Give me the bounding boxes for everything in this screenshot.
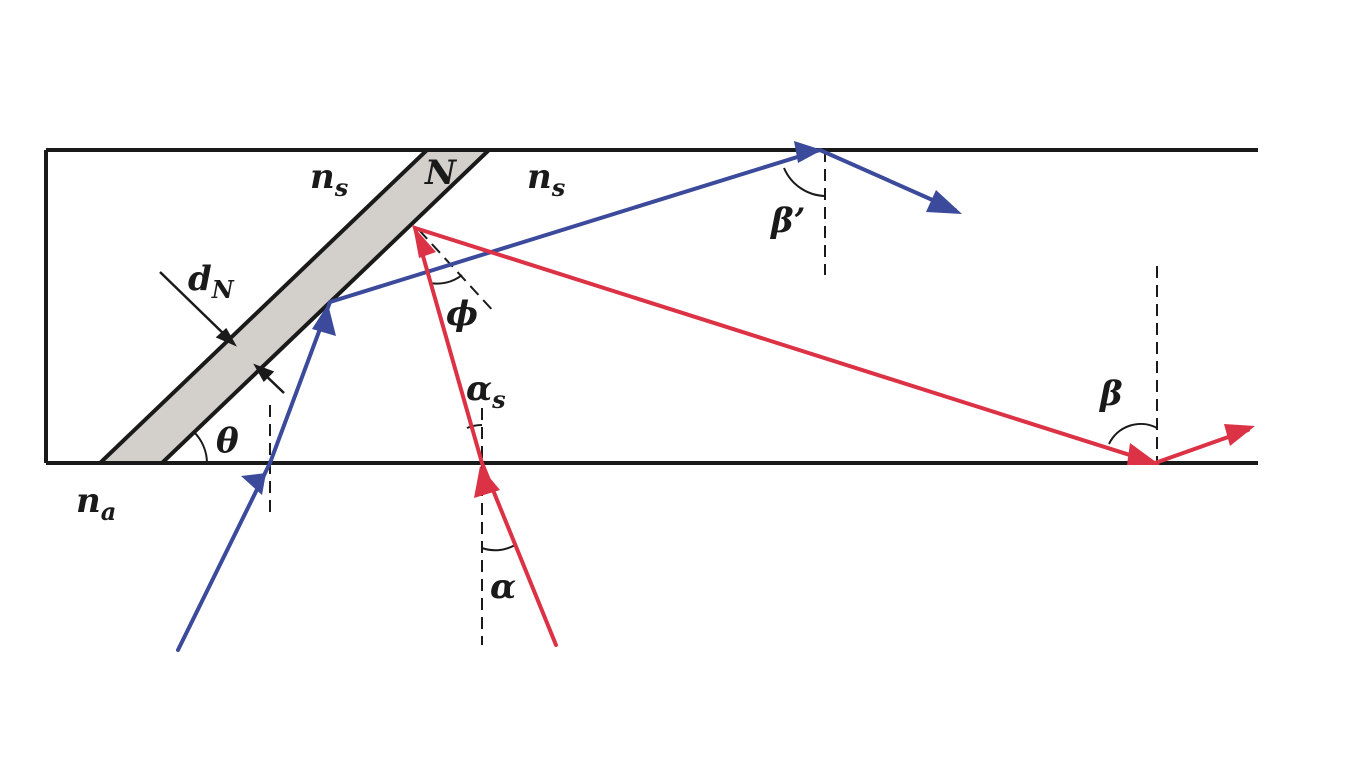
- tilted-layer-N: [95, 148, 494, 465]
- red-arrowhead-1: [474, 466, 500, 498]
- blue-ray: [176, 147, 957, 652]
- label-N: N: [424, 153, 458, 193]
- theta-arc: [193, 431, 208, 464]
- label-beta: β: [1098, 374, 1123, 414]
- label-d-N: dN: [188, 259, 235, 304]
- blue-arrowhead-4: [926, 190, 962, 214]
- angle-arcs: [193, 167, 1158, 552]
- red-arrowhead-2: [413, 226, 436, 258]
- alpha-arc: [481, 544, 516, 552]
- thickness-indicator: [159, 271, 285, 394]
- label-theta: θ: [216, 421, 239, 461]
- label-n-s-left: ns: [310, 157, 349, 202]
- label-beta-prime: β’: [769, 201, 805, 241]
- alpha-s-arc: [466, 423, 483, 429]
- phi-arc: [429, 274, 463, 285]
- blue-ray-arrowheads: [241, 141, 962, 495]
- label-phi: ϕ: [446, 294, 478, 334]
- label-n-a: na: [76, 481, 116, 526]
- beta-arc: [1108, 422, 1158, 445]
- label-alpha-s: αs: [466, 369, 506, 414]
- red-arrowhead-4: [1224, 424, 1255, 446]
- waveguide-outline: [44, 148, 1258, 465]
- blue-arrowhead-3: [794, 141, 822, 163]
- beta-prime-arc: [783, 167, 826, 197]
- blue-arrowhead-2: [312, 304, 336, 336]
- red-arrowhead-3: [1127, 443, 1160, 465]
- red-ray-arrowheads: [413, 226, 1255, 498]
- label-alpha: α: [490, 567, 516, 607]
- normal-lines: [269, 150, 1158, 645]
- blue-arrowhead-1: [241, 473, 266, 495]
- label-n-s-right: ns: [527, 157, 566, 202]
- red-ray: [412, 224, 1250, 647]
